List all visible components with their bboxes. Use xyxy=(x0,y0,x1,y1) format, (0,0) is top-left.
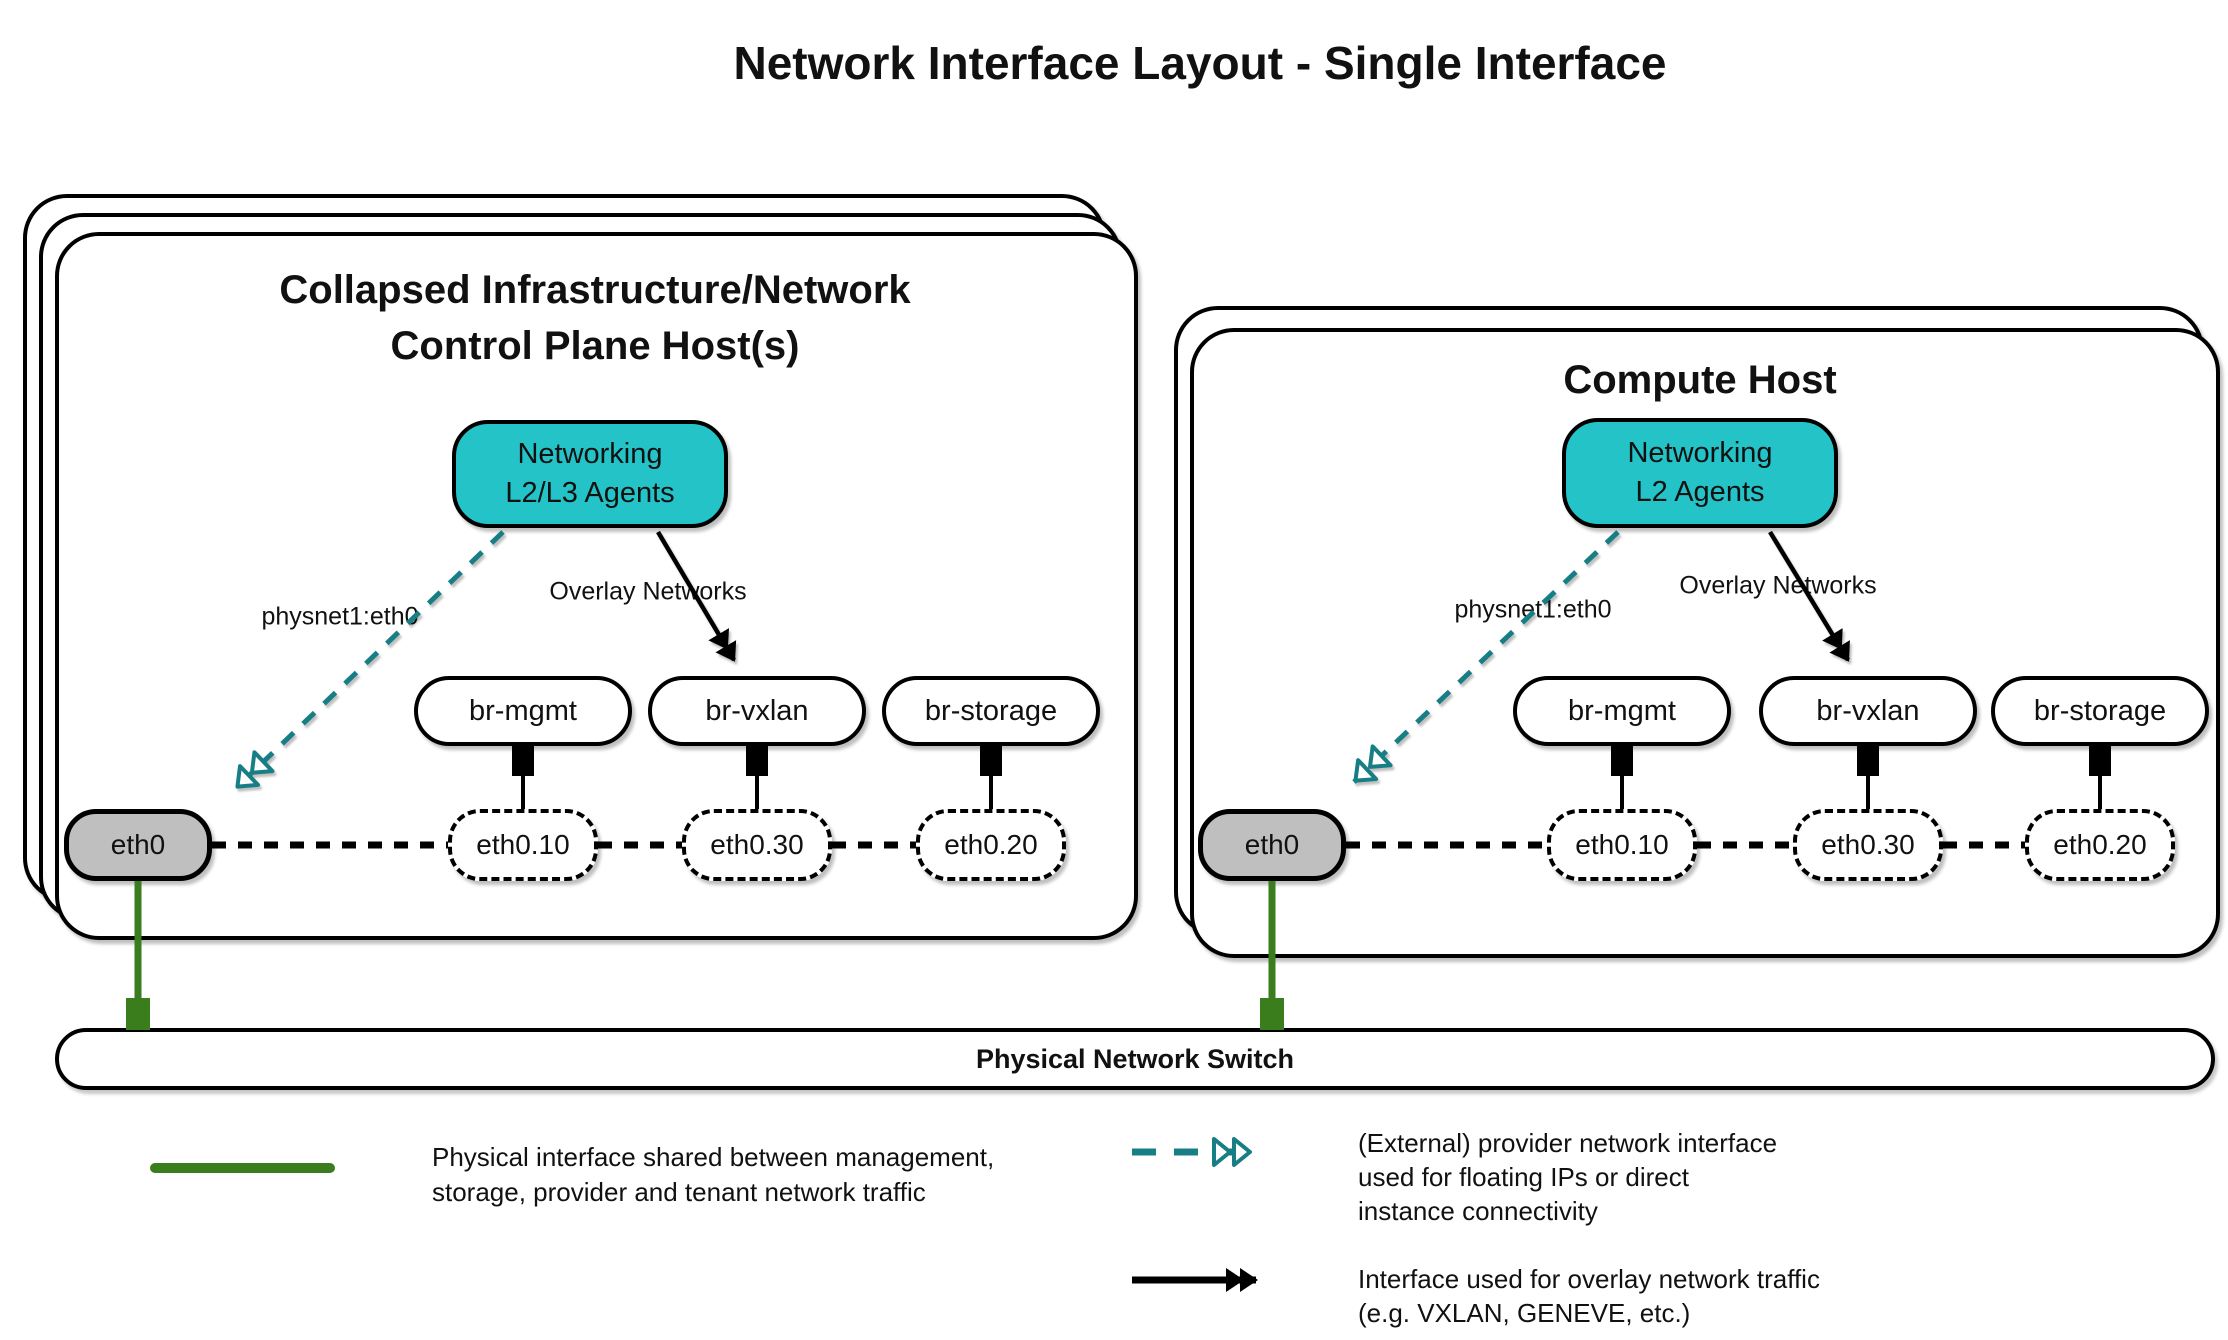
control-eth0-node: eth0 xyxy=(64,809,212,881)
legend-line: (External) provider network interface xyxy=(1358,1128,1778,1158)
compute-bridge-node-br-vxlan: br-vxlan xyxy=(1759,676,1977,746)
switch-label: Physical Network Switch xyxy=(975,1043,1295,1074)
compute-networking-agents-node: Networking L2 Agents xyxy=(1562,418,1838,528)
legend-line: Physical interface shared between manage… xyxy=(432,1142,995,1172)
control-networking-agents-node: Networking L2/L3 Agents xyxy=(452,420,728,528)
physical-link-plugs xyxy=(126,998,1284,1030)
compute-bridge-node-br-mgmt: br-mgmt xyxy=(1513,676,1731,746)
agent-label-line2: L2/L3 Agents xyxy=(505,477,675,509)
legend-line: instance connectivity xyxy=(1358,1196,1598,1226)
page-title: Network Interface Layout - Single Interf… xyxy=(733,37,1667,89)
legend-line: used for floating IPs or direct xyxy=(1358,1162,1689,1192)
compute-eth0-10-node: eth0.10 xyxy=(1547,809,1697,881)
compute-provider-arrow-label: physnet1:eth0 xyxy=(1454,595,1612,624)
legend-line: (e.g. VXLAN, GENEVE, etc.) xyxy=(1358,1298,1691,1328)
compute-eth0-node: eth0 xyxy=(1198,809,1346,881)
control-eth0-30-node: eth0.30 xyxy=(682,809,832,881)
control-overlay-arrow-label: Overlay Networks xyxy=(549,577,747,606)
legend-physical-interface-text: Physical interface shared between manage… xyxy=(432,1140,994,1210)
compute-overlay-arrow-label: Overlay Networks xyxy=(1679,571,1877,600)
agent-label-line1: Networking xyxy=(517,438,663,470)
control-host-title-line1: Collapsed Infrastructure/Network xyxy=(279,268,911,312)
legend-provider-interface-text: (External) provider network interface us… xyxy=(1358,1126,1777,1228)
compute-host-title-line1: Compute Host xyxy=(1563,358,1837,402)
compute-eth0-30-node: eth0.30 xyxy=(1793,809,1943,881)
physical-network-switch: Physical Network Switch xyxy=(55,1028,2215,1090)
agent-label-line1: Networking xyxy=(1627,437,1773,469)
control-host-title: Collapsed Infrastructure/Network Control… xyxy=(175,262,1015,374)
control-bridge-node-br-vxlan: br-vxlan xyxy=(648,676,866,746)
control-host-title-line2: Control Plane Host(s) xyxy=(390,324,800,368)
compute-bridge-node-br-storage: br-storage xyxy=(1991,676,2209,746)
agent-label-line2: L2 Agents xyxy=(1635,476,1765,508)
legend-overlay-interface-text: Interface used for overlay network traff… xyxy=(1358,1262,1820,1330)
legend-line: storage, provider and tenant network tra… xyxy=(432,1177,926,1207)
control-provider-arrow-label: physnet1:eth0 xyxy=(261,602,419,631)
control-bridge-node-br-mgmt: br-mgmt xyxy=(414,676,632,746)
control-eth0-20-node: eth0.20 xyxy=(916,809,1066,881)
compute-host-title: Compute Host xyxy=(1390,352,2010,408)
control-eth0-10-node: eth0.10 xyxy=(448,809,598,881)
legend-line: Interface used for overlay network traff… xyxy=(1358,1264,1820,1294)
compute-eth0-20-node: eth0.20 xyxy=(2025,809,2175,881)
control-bridge-node-br-storage: br-storage xyxy=(882,676,1100,746)
